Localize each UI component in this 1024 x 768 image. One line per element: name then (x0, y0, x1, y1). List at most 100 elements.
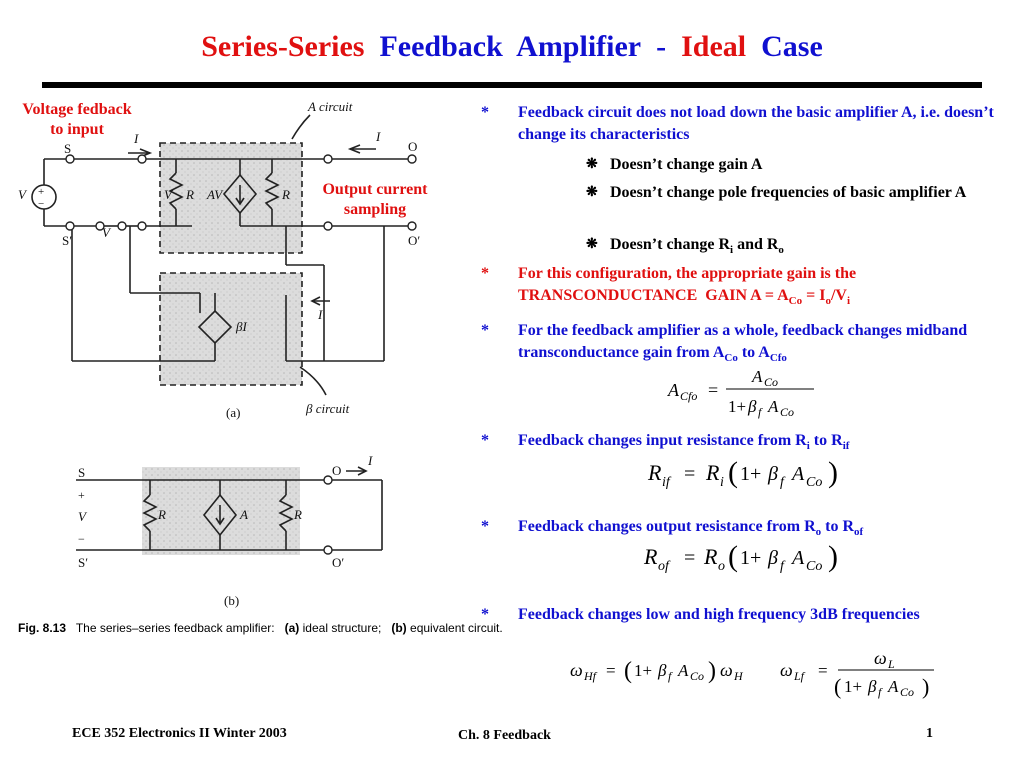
square-bullet-icon: ❋ (586, 157, 598, 172)
svg-text:f: f (668, 669, 673, 683)
equation-omega: ω Hf = ( 1+ β f A Co ) ω H ω Lf = ω L ( … (570, 648, 934, 699)
svg-text:): ) (708, 658, 716, 684)
svg-text:Co: Co (900, 685, 914, 699)
bullet-star: * (481, 265, 489, 282)
caption-label: Fig. 8.13 (18, 621, 67, 635)
bullet-text: For this configuration, the appropriate … (518, 265, 857, 308)
square-bullet-icon: ❋ (586, 237, 598, 252)
svg-text:f: f (780, 559, 786, 574)
svg-text:f: f (758, 405, 763, 419)
svg-text:β: β (747, 397, 757, 416)
label-Io-beta: I (317, 307, 323, 322)
label-sub-a: (a) (226, 405, 240, 420)
svg-text:f: f (780, 475, 786, 490)
circuit-figure: S S′ O O′ A circuit β circuit (a) V V R … (18, 99, 420, 608)
svg-text:A: A (677, 661, 689, 680)
sub-bullet-text: Doesn’t change pole frequencies of basic… (610, 184, 967, 201)
title-feedback: Feedback (379, 30, 503, 63)
caption-b-text: equivalent circuit. (410, 621, 503, 635)
label-b-S-prime: S′ (78, 555, 88, 570)
sub-bullet-text: Doesn’t change gain A (610, 156, 763, 173)
label-Ii: I (133, 131, 139, 146)
caption-text: The series–series feedback amplifier: (75, 621, 275, 635)
square-bullet-icon: ❋ (586, 185, 598, 200)
label-b-Io: I (367, 453, 373, 468)
svg-text:R: R (703, 544, 718, 569)
svg-text:A: A (767, 397, 779, 416)
bullet-star: * (481, 432, 489, 449)
label-b-plus: + (78, 488, 85, 502)
svg-text:=: = (684, 547, 695, 569)
label-O-prime: O′ (408, 233, 420, 248)
footer-page-number: 1 (926, 726, 933, 741)
equation-rof: R of = R o ( 1+ β f A Co ) (643, 540, 838, 574)
svg-text:(: ( (624, 658, 632, 684)
svg-text:H: H (733, 669, 744, 683)
caption-b-tag: (b) (391, 621, 407, 635)
svg-text:A: A (667, 380, 680, 400)
svg-text:1+: 1+ (740, 547, 761, 569)
sub-bullet-text: Doesn’t change Ri and Ro (610, 236, 784, 257)
svg-text:=: = (708, 380, 718, 400)
annotation-line: Output current (322, 181, 428, 198)
svg-text:A: A (751, 367, 763, 386)
svg-text:1+: 1+ (728, 397, 746, 416)
label-S: S (64, 141, 71, 156)
svg-text:1+: 1+ (740, 463, 761, 485)
svg-text:): ) (922, 674, 929, 699)
svg-text:(: ( (728, 456, 738, 489)
svg-text:β: β (767, 463, 778, 485)
annotation-output-sampling: Output current sampling (300, 180, 450, 220)
label-Io: I (375, 129, 381, 144)
svg-text:): ) (828, 456, 838, 489)
title-amplifier: Amplifier (516, 30, 642, 63)
slide-title: Series-Series Feedback Amplifier - Ideal… (0, 30, 1024, 64)
bullet-text: For the feedback amplifier as a whole, f… (518, 322, 968, 365)
title-rule (42, 82, 982, 88)
bullet-text: Feedback changes output resistance from … (518, 518, 864, 539)
label-beta-Io: βI (235, 319, 247, 334)
svg-text:): ) (828, 540, 838, 573)
label-S-prime: S′ (62, 233, 72, 248)
svg-text:Co: Co (690, 669, 704, 683)
svg-text:f: f (878, 685, 883, 699)
annotation-line: sampling (343, 201, 407, 218)
svg-text:if: if (662, 475, 672, 490)
svg-text:A: A (790, 463, 805, 485)
svg-text:Cfo: Cfo (680, 389, 697, 403)
svg-text:R: R (705, 460, 720, 485)
label-plus: + (38, 186, 44, 198)
figure-caption: Fig. 8.13 The series–series feedback amp… (18, 621, 503, 635)
svg-text:(: ( (728, 540, 738, 573)
label-minus: − (38, 198, 44, 210)
label-AVi: AV (206, 187, 224, 202)
svg-text:L: L (887, 657, 895, 671)
title-case: Case (761, 30, 823, 63)
svg-text:o: o (718, 559, 725, 574)
svg-text:ω: ω (874, 648, 887, 668)
label-Rof: R (293, 507, 302, 522)
caption-a-text: ideal structure; (302, 621, 382, 635)
svg-text:A: A (887, 677, 899, 696)
annotation-line: to input (50, 121, 104, 138)
bullet-star: * (481, 518, 489, 535)
bullet-star: * (481, 322, 489, 339)
label-b-minus: − (78, 532, 85, 546)
svg-text:1+: 1+ (634, 661, 652, 680)
svg-text:β: β (657, 661, 667, 680)
svg-text:ω: ω (570, 660, 583, 680)
label-b-Vs: V (78, 509, 88, 524)
label-Vs: V (18, 187, 28, 202)
label-Rif: R (157, 507, 166, 522)
label-Ri: R (185, 187, 194, 202)
svg-text:Co: Co (780, 405, 794, 419)
title-ideal: Ideal (681, 30, 747, 63)
label-beta-circuit: β circuit (305, 401, 350, 416)
caption-a-tag: (a) (284, 621, 300, 635)
bullet-text: Feedback circuit does not load down the … (518, 104, 994, 143)
title-dash: - (656, 30, 667, 63)
label-b-O: O (332, 463, 341, 478)
svg-text:Hf: Hf (583, 669, 598, 683)
label-b-O-prime: O′ (332, 555, 344, 570)
label-Ro: R (281, 187, 290, 202)
